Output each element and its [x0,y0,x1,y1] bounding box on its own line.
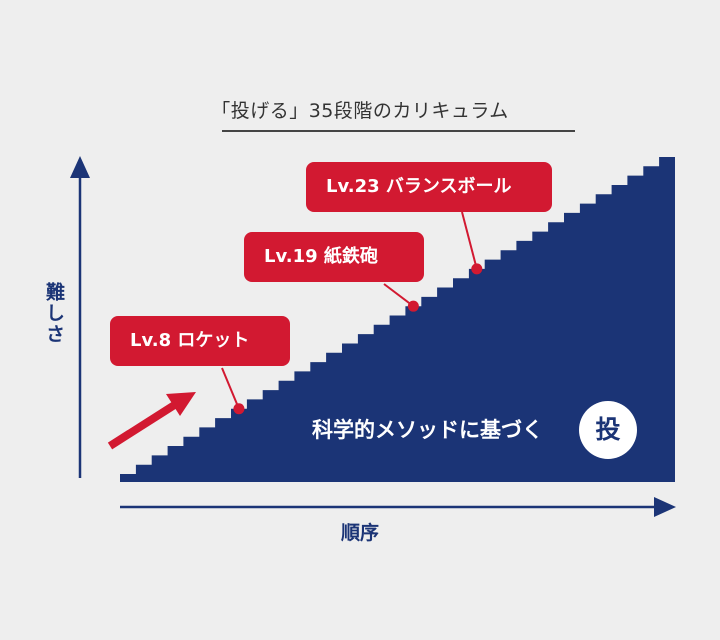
callout-lv23: Lv.23 バランスボール [306,162,552,212]
leader-line-lv19 [383,283,414,307]
staircase-shape [120,157,675,482]
x-axis-label: 順序 [340,522,379,544]
leader-line-lv8 [221,367,240,410]
title-underline [222,130,575,132]
y-axis-arrowhead [70,156,90,178]
callout-leaders [221,211,483,415]
progress-arrow-line [107,400,179,450]
step-marker-lv8 [233,403,245,415]
method-caption: 科学的メソッドに基づく [312,418,543,442]
throw-badge: 投 [579,401,637,459]
leader-line-lv23 [461,211,478,270]
callout-lv19: Lv.19 紙鉄砲 [244,232,424,282]
x-axis-arrowhead [654,497,676,517]
progress-arrow-head [166,392,196,416]
callout-lv8: Lv.8 ロケット [110,316,290,366]
step-marker-lv23 [471,263,483,275]
step-marker-lv19 [407,300,419,312]
diagram-title: 「投げる」35段階のカリキュラム [211,100,509,122]
y-axis-label: 難しさ [43,282,65,345]
